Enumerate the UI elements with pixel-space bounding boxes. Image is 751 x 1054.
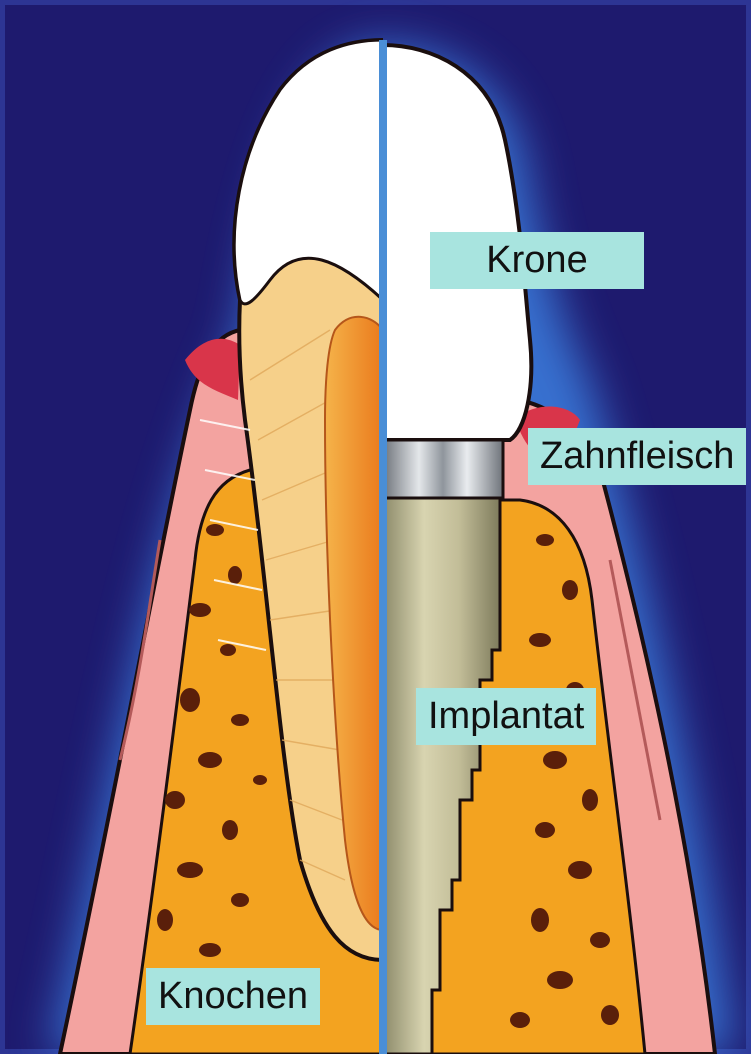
abutment	[383, 440, 503, 498]
label-crown: Krone	[430, 232, 644, 289]
label-bone: Knochen	[146, 968, 320, 1025]
label-implant: Implantat	[416, 688, 596, 745]
divider	[379, 40, 387, 1054]
label-gum: Zahnfleisch	[528, 428, 746, 485]
